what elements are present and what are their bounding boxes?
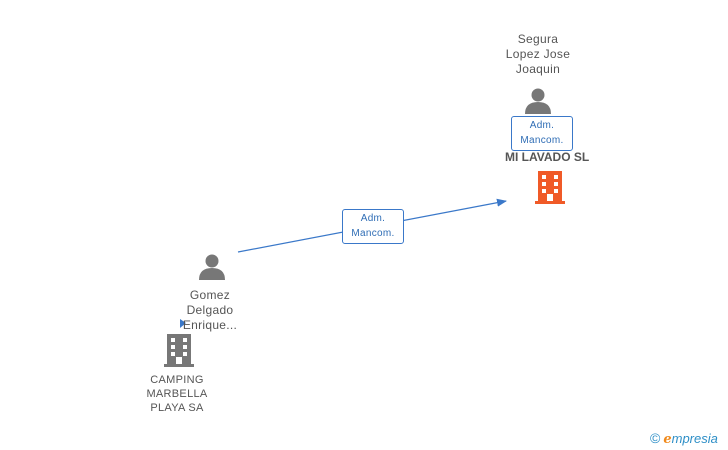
building-icon [164, 334, 194, 367]
brand-initial: e [663, 432, 672, 447]
role-badge-middle: Adm. Mancom. [342, 209, 404, 244]
edge-arrow-to-camping [180, 319, 186, 328]
copyright-icon: © [650, 430, 661, 446]
company-name: MI LAVADO SL [505, 150, 590, 164]
person-name-line: Segura [517, 32, 559, 46]
company-label-camping[interactable]: CAMPING MARBELLA PLAYA SA [127, 373, 227, 415]
person-name-line: Enrique... [182, 318, 238, 332]
person-icon [525, 88, 551, 114]
person-name-line: Lopez Jose [505, 47, 571, 61]
role-line: Adm. [360, 213, 386, 224]
role-line: Mancom. [351, 228, 395, 239]
person-label-gomez[interactable]: Gomez Delgado Enrique... [160, 288, 260, 333]
person-name-line: Delgado [186, 303, 234, 317]
company-label-mi-lavado[interactable]: MI LAVADO SL [505, 150, 589, 164]
brand-name: mpresia [671, 431, 718, 446]
company-name-line: PLAYA SA [150, 402, 204, 414]
person-icon [199, 254, 225, 280]
building-icon [535, 171, 565, 204]
person-label-segura[interactable]: Segura Lopez Jose Joaquin [488, 32, 588, 77]
role-badge-top: Adm. Mancom. [511, 116, 573, 151]
role-line: Adm. [529, 120, 555, 131]
empresia-watermark: ©empresia [650, 430, 718, 447]
role-line: Mancom. [520, 135, 564, 146]
company-name-line: MARBELLA [146, 388, 208, 400]
person-name-line: Gomez [189, 288, 231, 302]
company-name-line: CAMPING [150, 374, 204, 386]
person-name-line: Joaquin [515, 62, 561, 76]
